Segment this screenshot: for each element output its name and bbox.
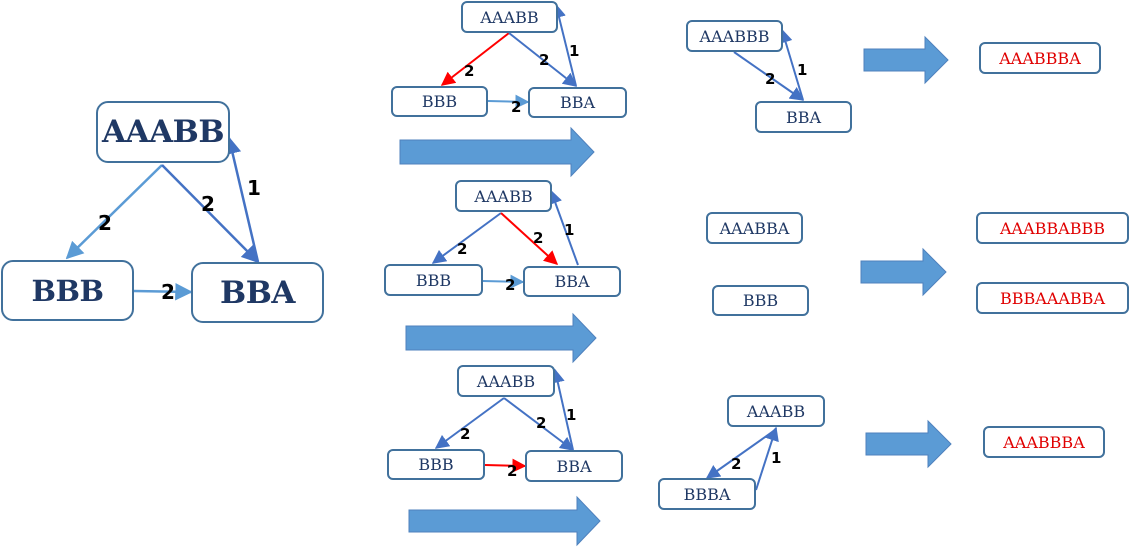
row3-edge-top-right <box>503 397 575 451</box>
row2-edge-label-left-right: 2 <box>505 276 516 294</box>
row1-edge-top-left <box>440 32 510 86</box>
main-node-left: BBB <box>1 260 134 321</box>
row2-edge-top-right <box>500 212 559 265</box>
row3-reduced-node-bottom: BBBA <box>658 478 756 510</box>
main-edge-label-top-left: 2 <box>98 211 112 235</box>
row2-node-right: BBA <box>523 266 621 297</box>
row2-result-node-1: AAABBABBB <box>976 212 1129 244</box>
row2-edge-label-right-top: 1 <box>564 221 575 239</box>
row1-reduced-node-top: AAABBB <box>686 20 783 52</box>
main-node-right: BBA <box>191 262 324 323</box>
row2-edge-top-left <box>431 212 502 264</box>
row1-down-arrow <box>399 126 595 178</box>
row1-edge-top-right <box>508 32 578 87</box>
row1-edge-label-right-top: 1 <box>569 42 580 60</box>
row3-node-top: AAABB <box>457 365 555 397</box>
row3-reduced-edge-label-bottom-top: 1 <box>771 449 782 467</box>
row3-edge-label-right-top: 1 <box>566 406 577 424</box>
main-edge-left-right <box>133 282 193 301</box>
row3-node-left: BBB <box>387 449 485 480</box>
row3-edge-left-right <box>484 458 527 473</box>
row1-node-top: AAABB <box>461 1 558 33</box>
main-edge-label-top-right: 2 <box>201 192 215 216</box>
main-edge-top-left <box>65 164 163 260</box>
row3-edge-right-top <box>550 368 574 451</box>
row3-reduced-edge-top-bottom <box>705 429 776 479</box>
row2-result-node-2: BBBAAABBA <box>976 282 1129 314</box>
row3-edge-label-top-left: 2 <box>460 425 471 443</box>
row2-edge-left-right <box>482 274 525 289</box>
row3-edge-top-left <box>434 397 505 449</box>
row2-reduced-node-2: BBB <box>712 285 809 316</box>
row1-edge-right-top <box>552 3 577 87</box>
row1-reduced-edge-label-bottom-top: 1 <box>797 61 808 79</box>
main-edge-top-right <box>161 164 260 264</box>
main-edge-label-right-top: 1 <box>247 176 261 200</box>
row1-node-right: BBA <box>528 87 627 118</box>
row1-edge-left-right <box>487 94 530 109</box>
row1-reduced-edge-bottom-top <box>778 28 804 101</box>
row1-edge-label-top-right: 2 <box>539 51 550 69</box>
row2-edge-right-top <box>548 189 579 266</box>
main-edge-label-left-right: 2 <box>161 280 175 304</box>
row3-reduced-edge-bottom-top <box>755 426 779 491</box>
row2-edge-label-top-left: 2 <box>457 240 468 258</box>
main-node-top: AAABB <box>96 101 230 163</box>
row1-node-left: BBB <box>391 86 488 117</box>
row2-node-left: BBB <box>384 264 483 296</box>
row3-node-right: BBA <box>525 450 623 482</box>
row3-reduced-edge-label-top-bottom: 2 <box>731 455 742 473</box>
row1-reduced-edge-top-bottom <box>733 51 805 101</box>
row2-node-top: AAABB <box>455 180 552 212</box>
row3-edge-label-top-right: 2 <box>536 414 547 432</box>
row2-down-arrow <box>405 312 597 364</box>
row2-reduced-node-1: AAABBA <box>706 212 803 244</box>
row2-edge-label-top-right: 2 <box>533 229 544 247</box>
main-edge-right-top <box>224 136 260 263</box>
row1-result-arrow <box>863 35 949 85</box>
row1-edge-label-left-right: 2 <box>511 98 522 116</box>
row3-edge-label-left-right: 2 <box>507 462 518 480</box>
row2-result-arrow <box>860 247 947 297</box>
row3-down-arrow <box>408 495 601 547</box>
row3-result-node: AAABBBA <box>983 426 1105 458</box>
row1-edge-label-top-left: 2 <box>464 62 475 80</box>
row1-result-node: AAABBBA <box>979 42 1101 74</box>
row1-reduced-edge-label-top-bottom: 2 <box>765 70 776 88</box>
row3-reduced-node-top: AAABB <box>727 395 825 427</box>
row3-result-arrow <box>865 419 952 469</box>
row1-reduced-node-bottom: BBA <box>755 101 852 133</box>
